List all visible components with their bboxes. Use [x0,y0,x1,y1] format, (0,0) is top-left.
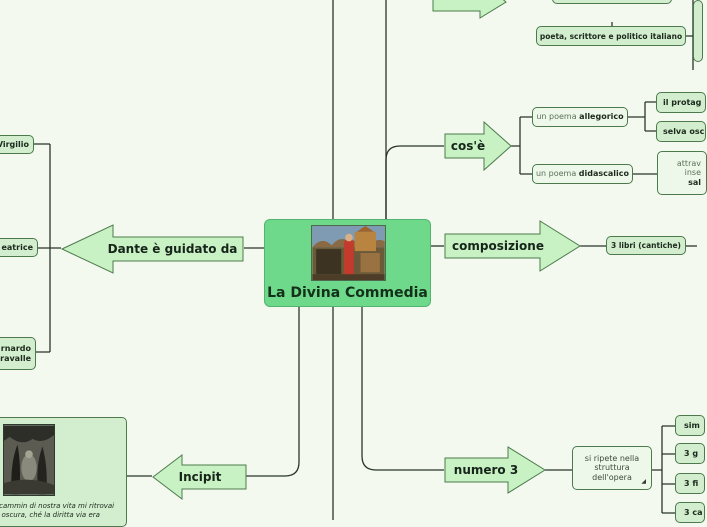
numero-3-item-2[interactable]: 3 g [675,443,705,464]
numero-3-item-4-label: 3 ca [684,507,703,517]
poema-didascalico-bold: didascalico [578,169,630,179]
poema-didascalico-prefix: un poema [535,169,579,179]
tre-libri-node[interactable]: 3 libri (cantiche) [606,236,686,255]
si-ripete-line1: si ripete nella [584,453,640,463]
cos-e-arrow [444,120,512,172]
numero-3-item-2-label: 3 g [684,448,699,458]
poema-didascalico-node[interactable]: un poema didascalico [532,164,633,184]
guide-bernardo[interactable]: rnardo ravalle [0,337,36,370]
right-edge-node[interactable] [693,0,703,62]
top-cut-node[interactable] [552,0,672,4]
dante-guidato-arrow [60,224,244,274]
incipit-quote-line2: a oscura, ché la diritta via era [0,511,100,520]
incipit-label[interactable]: Incipit [178,470,222,484]
connector-lines [33,0,697,520]
numero-3-label[interactable]: numero 3 [453,463,519,477]
protagonista-label: il protag [663,97,702,107]
attraverso-node[interactable]: attrav inse sal [657,151,707,195]
numero-3-item-4[interactable]: 3 ca [675,502,705,523]
numero-3-item-1-label: sim [684,420,700,430]
poeta-node[interactable]: poeta, scrittore e politico italiano [536,26,686,46]
attraverso-line3: sal [688,177,701,187]
poema-allegorico-node[interactable]: un poema allegorico [532,107,628,127]
cos-e-label[interactable]: cos'è [450,139,486,153]
numero-3-item-3-label: 3 fi [684,478,699,488]
guide-beatrice-label: eatrice [1,242,33,252]
poeta-label: poeta, scrittore e politico italiano [539,31,683,41]
composizione-arrow [444,220,581,272]
numero-3-arrow [444,446,546,494]
central-topic[interactable]: La Divina Commedia [264,219,431,307]
attraverso-line1: attrav [676,158,701,168]
protagonista-node[interactable]: il protag [656,92,706,113]
guide-beatrice[interactable]: eatrice [0,238,38,257]
dark-forest-engraving [3,424,55,496]
top-branch-arrow [432,0,507,19]
numero-3-item-1[interactable]: sim [675,415,705,436]
si-ripete-node[interactable]: si ripete nella struttura dell'opera ◢ [572,446,652,490]
guide-virgilio[interactable]: Virgilio [0,135,34,154]
guide-bernardo-line1: rnardo [0,343,31,353]
incipit-quote: l cammin di nostra vita mi ritrovai a os… [0,502,115,521]
numero-3-item-3[interactable]: 3 fi [675,473,705,494]
dante-guidato-label[interactable]: Dante è guidato da [107,242,238,256]
guide-virgilio-label: Virgilio [0,139,29,149]
poema-allegorico-bold: allegorico [579,112,624,122]
guide-bernardo-line2: ravalle [0,353,31,363]
attraverso-line2: inse [684,168,701,178]
incipit-quote-line1: l cammin di nostra vita mi ritrovai [0,502,115,510]
dante-painting-image [311,225,386,281]
incipit-arrow [152,453,247,501]
collapse-toggle-icon[interactable]: ◢ [641,477,646,485]
poema-allegorico-prefix: un poema [536,112,580,122]
tre-libri-label: 3 libri (cantiche) [611,241,681,250]
si-ripete-line3: dell'opera [592,472,632,482]
incipit-quote-box[interactable]: l cammin di nostra vita mi ritrovai a os… [0,417,127,527]
central-title: La Divina Commedia [267,285,428,301]
composizione-label[interactable]: composizione [452,239,544,253]
selva-oscura-label: selva osc [663,126,705,136]
si-ripete-line2: struttura [594,463,630,473]
selva-oscura-node[interactable]: selva osc [656,121,706,142]
